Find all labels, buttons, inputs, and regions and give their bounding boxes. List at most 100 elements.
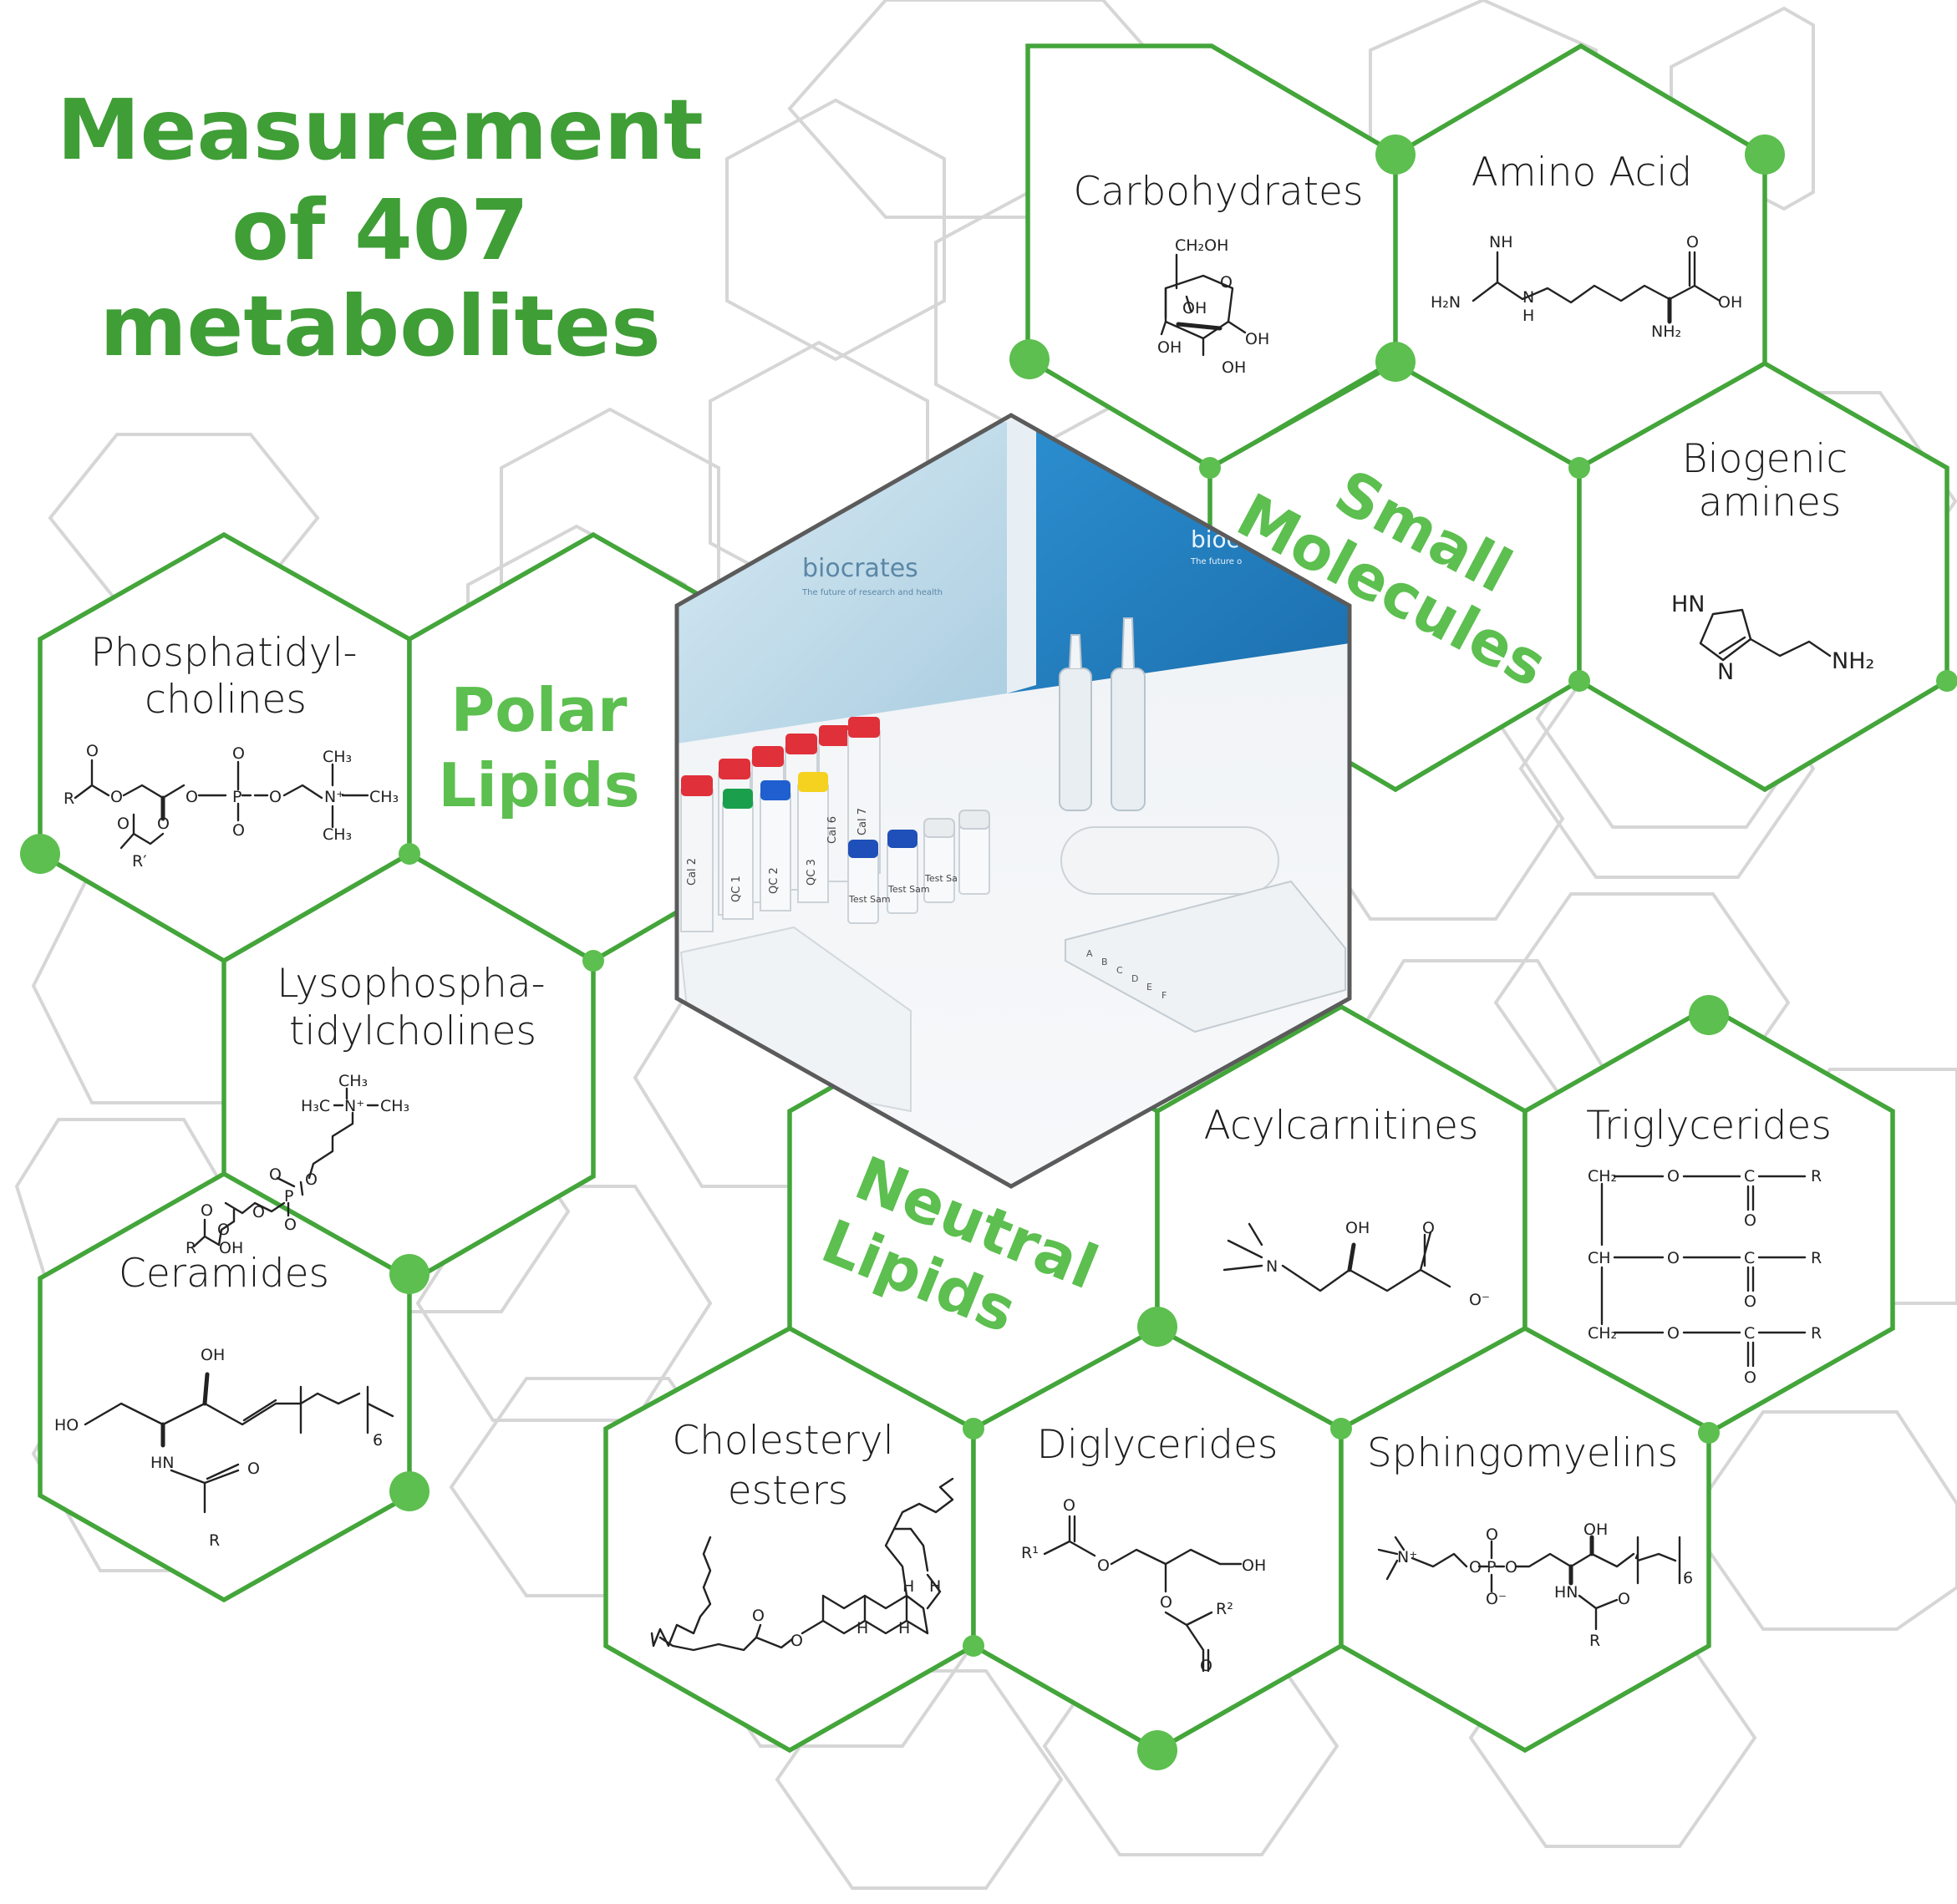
label-ceramides: Ceramides <box>119 1251 329 1297</box>
chem-tg-oa2: O <box>1744 1211 1756 1230</box>
chem-sm-o5: O <box>1618 1590 1630 1608</box>
chem-tg-cb: C <box>1744 1249 1755 1267</box>
chem-carb-oh2: OH <box>1245 330 1269 348</box>
structure-sphingomyelins: N⁺ O P O O O⁻ OH HN O R 6 <box>1377 1521 1693 1650</box>
label-biogenic-amines-2: amines <box>1699 480 1842 526</box>
chem-aa-nh: NH <box>1489 233 1513 251</box>
chem-dg-o3: O <box>1160 1593 1172 1612</box>
chem-aa-h2n: H₂N <box>1431 293 1461 312</box>
photo-plate-rows: A B C D E F <box>1086 948 1167 1001</box>
chem-cer-r: R <box>209 1531 220 1550</box>
chem-ce-o2: O <box>790 1632 803 1650</box>
chem-lpc-o4: O <box>252 1203 265 1221</box>
chem-tg-ob2: O <box>1744 1292 1756 1311</box>
chem-tg-ch2c: CH₂ <box>1588 1324 1617 1343</box>
chem-aa-n: N <box>1522 288 1534 307</box>
chem-tg-ra: R <box>1811 1167 1822 1186</box>
chem-dg-o1: O <box>1063 1496 1075 1515</box>
chem-sm-o1: O <box>1469 1558 1482 1577</box>
title-line1: Measurement <box>57 81 704 179</box>
chem-lpc-o6: O <box>217 1221 230 1239</box>
photo-vial-label-6: Cal 7 <box>857 808 869 835</box>
chem-ba-hn: HN <box>1671 592 1705 617</box>
chem-aa-nh2: NH₂ <box>1651 322 1681 341</box>
photo-plate-row-e: E <box>1146 982 1152 993</box>
chem-tg-oc: O <box>1667 1324 1680 1343</box>
chem-tg-cc: C <box>1744 1324 1755 1343</box>
chem-sm-oh: OH <box>1583 1521 1608 1539</box>
chem-lpc-ch3b: CH₃ <box>380 1097 409 1115</box>
product-photo-frame <box>674 413 1352 1189</box>
chem-pc-ch3c: CH₃ <box>323 825 352 844</box>
label-sphingomyelins: Sphingomyelins <box>1367 1430 1678 1476</box>
structure-phosphatidylcholines: R O O O P O O O N⁺ CH₃ CH₃ CH₃ R′ O O <box>64 742 399 871</box>
label-acylcarnitines: Acylcarnitines <box>1204 1103 1479 1149</box>
photo-vial-label-2: QC 1 <box>730 876 743 902</box>
chem-acyl-o1: O <box>1422 1219 1435 1237</box>
chem-lpc-p: P <box>284 1187 293 1206</box>
chem-dg-o4: O <box>1200 1657 1212 1675</box>
chem-ce-o1: O <box>752 1607 765 1625</box>
photo-small-vial-label-1: Test Sam <box>848 894 891 905</box>
chem-tg-oa: O <box>1667 1167 1680 1186</box>
chem-tg-chb: CH <box>1588 1249 1611 1267</box>
structure-triglycerides: CH₂ O C R O CH O C R O CH₂ O C R O <box>1588 1167 1822 1387</box>
label-carbohydrates: Carbohydrates <box>1074 169 1364 215</box>
chem-tg-ob: O <box>1667 1249 1680 1267</box>
photo-vial-label-4: QC 3 <box>806 859 818 886</box>
label-lysophosphatidylcholines-1: Lysophospha- <box>277 961 545 1007</box>
photo-plate-row-d: D <box>1131 973 1138 984</box>
chem-pc-r: R <box>64 790 74 808</box>
photo-brand-1: biocrates <box>802 554 918 583</box>
chem-lpc-o5: O <box>201 1201 213 1220</box>
chem-pc-o1: O <box>86 742 99 760</box>
structure-carbohydrates: CH₂OH O OH OH OH OH <box>1157 236 1269 377</box>
chem-lpc-h3c: H₃C <box>301 1097 330 1115</box>
chem-aa-oh: OH <box>1718 293 1742 312</box>
polar-lipids-line1: Polar <box>450 675 628 745</box>
chem-aa-o: O <box>1686 233 1699 251</box>
photo-small-vial-label-2: Test Sam <box>887 884 930 895</box>
chem-tg-oc2: O <box>1744 1368 1756 1387</box>
label-triglycerides: Triglycerides <box>1586 1103 1832 1149</box>
chem-pc-rp: R′ <box>132 852 147 871</box>
chem-tg-ca: C <box>1744 1167 1755 1186</box>
chem-ba-n: N <box>1717 659 1734 685</box>
chem-dg-o2: O <box>1097 1556 1110 1575</box>
chem-lpc-o2: O <box>269 1165 282 1184</box>
label-lysophosphatidylcholines-2: tidylcholines <box>289 1008 536 1054</box>
chem-pc-p: P <box>232 788 241 806</box>
label-cholesteryl-esters-2: esters <box>728 1468 849 1514</box>
chem-carb-o: O <box>1220 273 1233 292</box>
chem-ce-h1: H <box>857 1619 868 1637</box>
photo-vials: Cal 2 QC 1 QC 2 QC 3 Cal 6 Cal 7 <box>680 717 881 932</box>
chem-sm-o2: O <box>1486 1526 1498 1544</box>
photo-small-vials: Test Sam Test Sam Test Sa <box>847 810 990 924</box>
photo-plate-row-b: B <box>1101 957 1108 967</box>
chem-lpc-o3: O <box>284 1216 297 1234</box>
structure-amino-acid: NH H₂N N H O OH NH₂ <box>1431 233 1742 341</box>
vertex-dots <box>20 135 1957 1770</box>
label-diglycerides: Diglycerides <box>1037 1422 1278 1468</box>
label-cholesteryl-esters-1: Cholesteryl <box>672 1418 893 1464</box>
chem-sm-o4: O⁻ <box>1486 1590 1507 1608</box>
chem-acyl-oh: OH <box>1345 1219 1370 1237</box>
chem-pc-o2: O <box>110 788 123 806</box>
chem-lpc-n: N⁺ <box>344 1097 364 1115</box>
chem-pc-o4: O <box>232 744 245 763</box>
chem-pc-o6: O <box>269 788 282 806</box>
photo-vial-label-1: Cal 2 <box>686 858 699 886</box>
chem-dg-r1: R¹ <box>1021 1544 1039 1562</box>
title-line3: metabolites <box>99 277 660 375</box>
chem-lpc-ch3a: CH₃ <box>338 1072 368 1090</box>
photo-tag-2: The future o <box>1190 557 1242 566</box>
chem-tg-rb: R <box>1811 1249 1822 1267</box>
structure-diglycerides: O R¹ O OH O R² O <box>1021 1496 1266 1675</box>
chem-tg-ch2a: CH₂ <box>1588 1167 1617 1186</box>
chem-pc-o7: O <box>157 815 170 833</box>
photo-vial-label-3: QC 2 <box>768 867 780 894</box>
photo-vial-label-5: Cal 6 <box>826 816 839 844</box>
chem-lpc-oh: OH <box>219 1239 243 1257</box>
chem-sm-p: P <box>1487 1558 1496 1577</box>
chem-carb-ch2oh: CH₂OH <box>1175 236 1228 255</box>
